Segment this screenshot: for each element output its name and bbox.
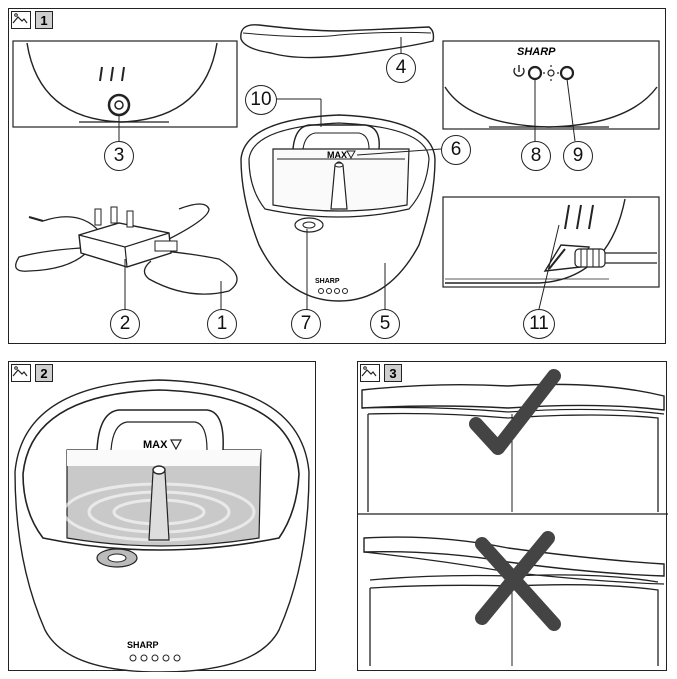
callout-7: 7 <box>291 309 321 339</box>
image-icon <box>11 11 31 29</box>
callout-9: 9 <box>563 141 593 171</box>
callout-4: 4 <box>386 53 416 83</box>
figure-badge: 2 <box>11 364 53 382</box>
brand-logo: SHARP <box>127 640 159 650</box>
figure-2-drawing: MAX SHARP <box>14 379 310 672</box>
brand-logo-panel: SHARP <box>517 46 556 58</box>
figure-1-drawing: MAX SHARP SHARP <box>12 24 660 315</box>
max-label: MAX <box>143 439 168 451</box>
figure-badge: 1 <box>11 11 53 29</box>
vent-slots <box>99 66 125 82</box>
callout-3: 3 <box>104 141 134 171</box>
figure-1-panel: 1 <box>8 8 666 344</box>
image-icon <box>360 364 380 382</box>
callout-6: 6 <box>441 135 471 165</box>
callout-10: 10 <box>245 85 277 115</box>
callout-8: 8 <box>521 141 551 171</box>
check-mark-icon <box>469 369 561 455</box>
max-label: MAX <box>327 150 347 160</box>
callout-11: 11 <box>523 309 555 339</box>
figure-number: 1 <box>35 11 53 29</box>
cross-mark-icon <box>475 531 561 631</box>
figure-3-panel: 3 <box>357 361 668 671</box>
figure-3-drawing <box>358 369 668 666</box>
figure-2-panel: 2 MAX SHARP <box>8 361 316 672</box>
callout-5: 5 <box>370 309 400 339</box>
figure-number: 2 <box>35 364 53 382</box>
callout-2: 2 <box>110 309 140 339</box>
figure-number: 3 <box>384 364 402 382</box>
image-icon <box>11 364 31 382</box>
light-icon <box>543 65 559 81</box>
power-icon <box>513 65 525 77</box>
callout-1: 1 <box>207 309 237 339</box>
brand-logo: SHARP <box>315 278 340 285</box>
figure-badge: 3 <box>360 364 402 382</box>
